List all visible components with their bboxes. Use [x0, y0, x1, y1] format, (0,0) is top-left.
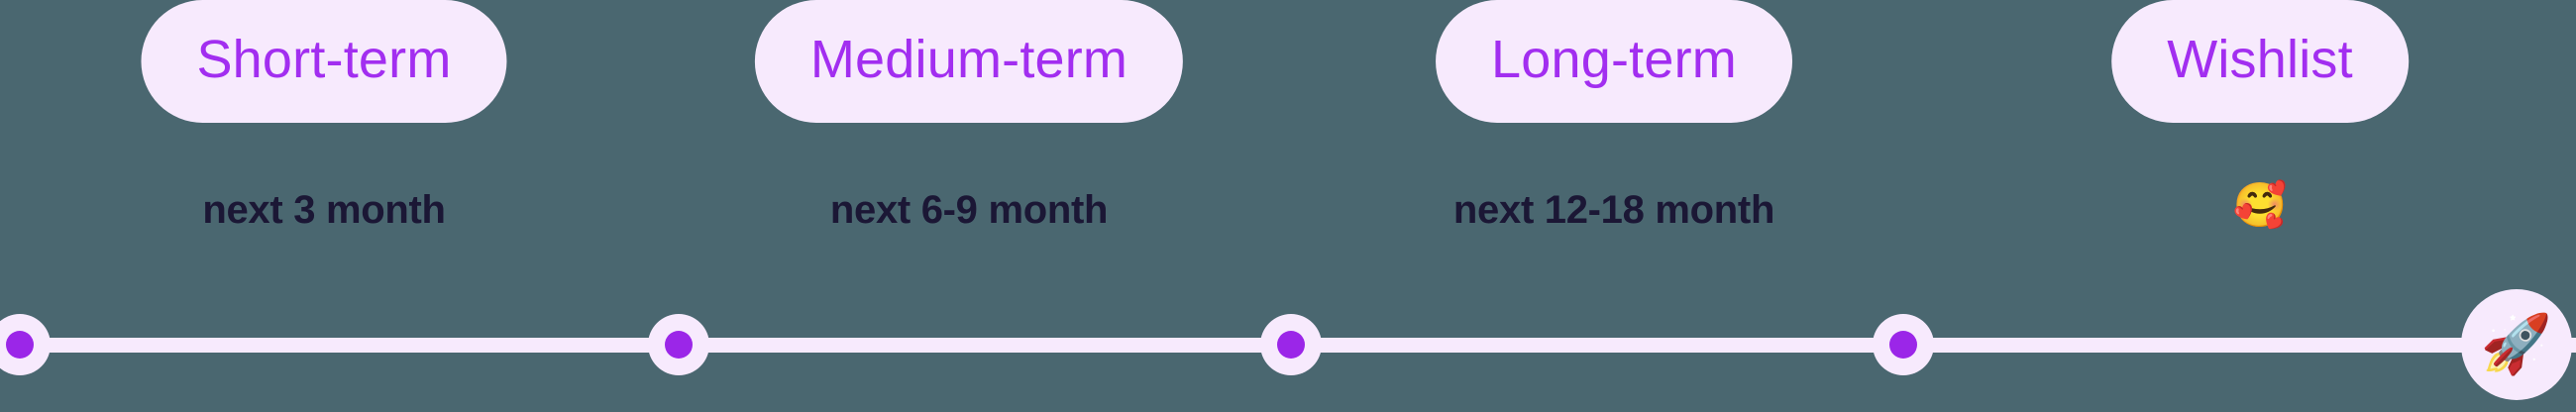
- phase-wishlist[interactable]: Wishlist 🥰: [2111, 0, 2409, 228]
- timeline-node-core: [665, 331, 693, 359]
- phase-pill-wishlist[interactable]: Wishlist: [2111, 0, 2409, 123]
- timeline-node-2[interactable]: [1260, 314, 1322, 375]
- timeline-node-start[interactable]: [0, 314, 51, 375]
- timeline-node-1[interactable]: [648, 314, 709, 375]
- rocket-icon[interactable]: 🚀: [2461, 289, 2572, 400]
- phase-sublabel-short-term: next 3 month: [202, 188, 446, 232]
- phase-medium-term[interactable]: Medium-term next 6-9 month: [754, 0, 1184, 232]
- phase-sublabel-long-term: next 12-18 month: [1452, 188, 1775, 232]
- timeline-node-core: [1277, 331, 1305, 359]
- phase-pill-medium-term[interactable]: Medium-term: [754, 0, 1184, 123]
- phase-sublabel-medium-term: next 6-9 month: [829, 188, 1109, 232]
- phase-short-term[interactable]: Short-term next 3 month: [141, 0, 507, 232]
- timeline-node-core: [6, 331, 34, 359]
- timeline-node-3[interactable]: [1873, 314, 1934, 375]
- phase-list: Short-term next 3 month Medium-term next…: [141, 0, 2409, 232]
- phase-long-term[interactable]: Long-term next 12-18 month: [1436, 0, 1792, 230]
- timeline-node-core: [1889, 331, 1917, 359]
- phase-pill-short-term[interactable]: Short-term: [141, 0, 507, 123]
- phase-pill-long-term[interactable]: Long-term: [1436, 0, 1792, 123]
- smiling-face-with-hearts-icon: 🥰: [2232, 181, 2288, 230]
